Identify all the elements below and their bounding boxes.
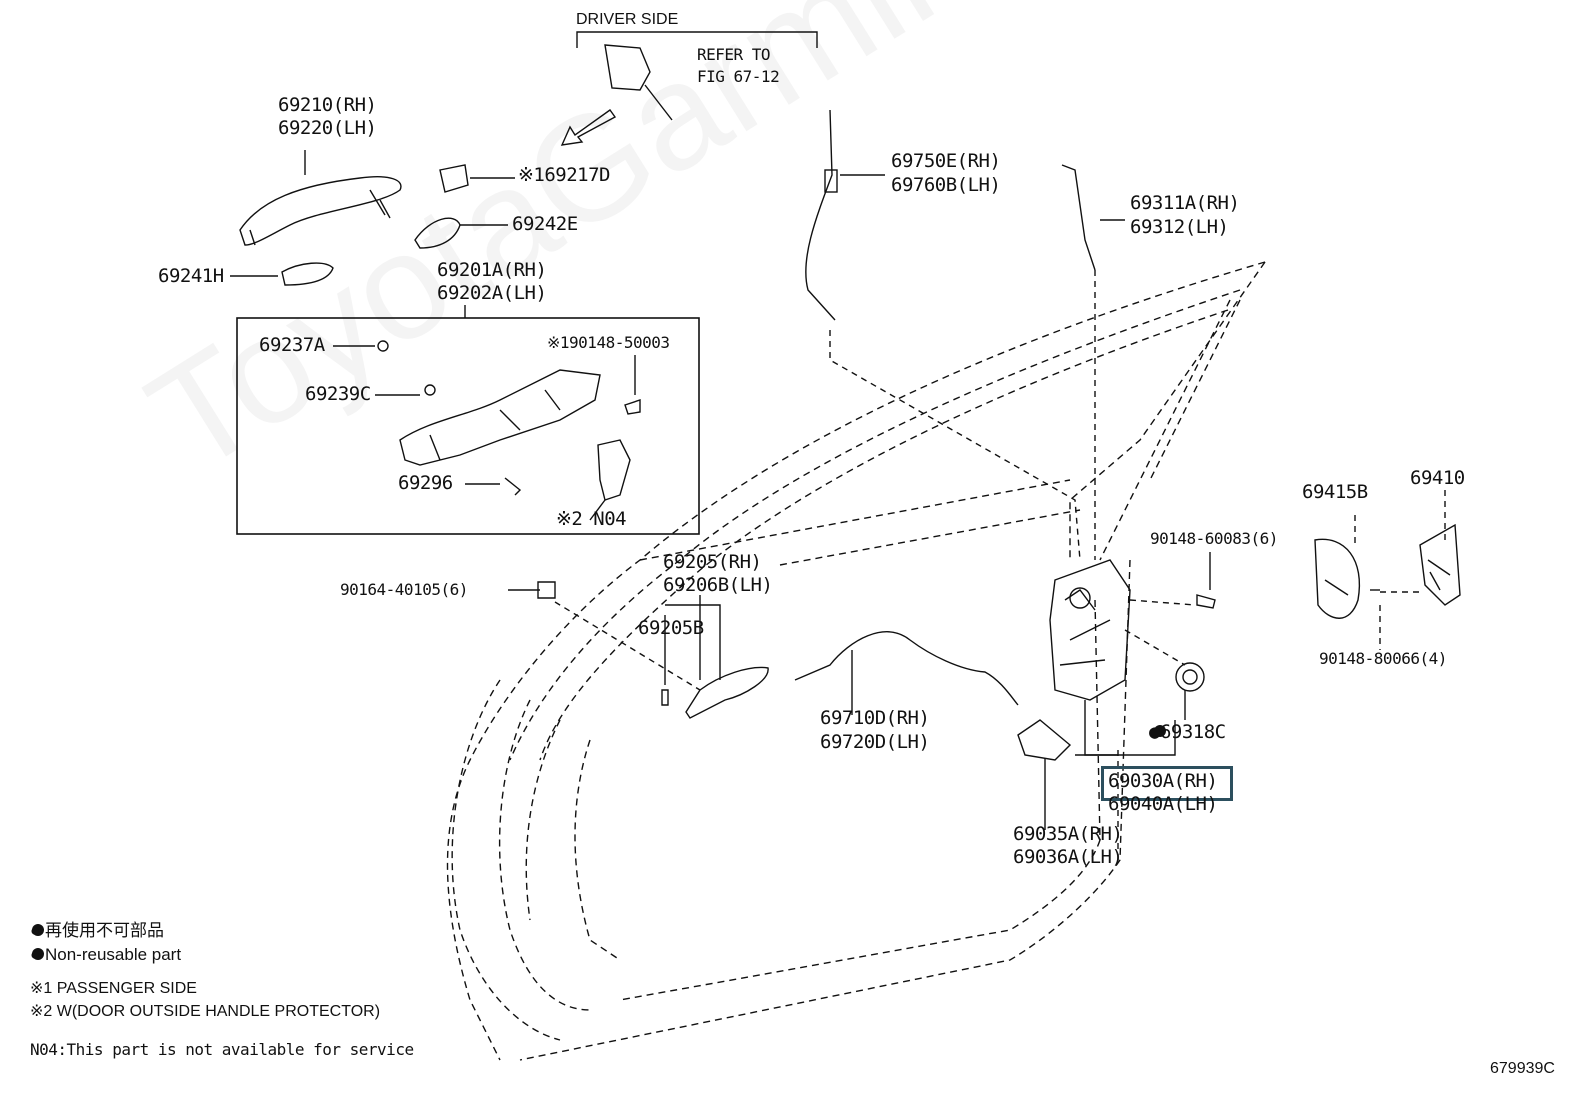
note-nonreusable-jp: ● 再使用不可部品 <box>30 921 164 940</box>
handle-frame <box>399 369 601 466</box>
part-label[interactable]: ●69318C <box>1149 721 1226 743</box>
door-lock <box>1049 559 1131 701</box>
cap-69217d <box>439 164 469 193</box>
part-label[interactable]: 69415B <box>1302 481 1368 503</box>
driver-side-title: DRIVER SIDE <box>576 11 679 28</box>
leader-lines <box>554 270 1446 860</box>
part-label[interactable]: 69205(RH) <box>663 551 762 573</box>
part-label[interactable]: 69036A(LH) <box>1013 846 1123 868</box>
pad-69241h <box>281 262 334 286</box>
part-label[interactable]: ※2 N04 <box>556 508 627 530</box>
cap-69242e <box>414 217 461 249</box>
door-outline <box>446 261 1266 1061</box>
part-label[interactable]: 69202A(LH) <box>437 282 547 304</box>
part-label[interactable]: 69205B <box>638 617 704 639</box>
solid-leaders <box>230 150 1211 830</box>
protector-n04 <box>597 439 631 501</box>
part-label[interactable]: 90148-80066(4) <box>1319 649 1447 668</box>
note-passenger-side: ※1 PASSENGER SIDE <box>30 980 197 997</box>
part-label[interactable]: 69040A(LH) <box>1108 793 1218 815</box>
part-label[interactable]: 69242E <box>512 213 578 235</box>
part-label[interactable]: 69312(LH) <box>1130 216 1229 238</box>
outside-cable <box>805 109 836 321</box>
lock-cover <box>1017 719 1072 761</box>
inside-cable <box>794 631 1019 706</box>
striker-cover <box>1314 538 1360 619</box>
note-n04: N04:This part is not available for servi… <box>30 1040 414 1059</box>
direction-arrow <box>560 109 617 146</box>
part-label[interactable]: 69206B(LH) <box>663 574 773 596</box>
part-label[interactable]: ※169217D <box>518 164 611 186</box>
frame-assembly-box <box>236 317 700 535</box>
part-label[interactable]: ※190148-50003 <box>547 333 670 352</box>
part-label[interactable]: 69311A(RH) <box>1130 192 1240 214</box>
part-label[interactable]: 69035A(RH) <box>1013 823 1123 845</box>
highlight-box <box>1101 766 1233 801</box>
key-cylinder <box>604 44 651 91</box>
outside-handle <box>239 176 402 246</box>
figure-id: 679939C <box>1490 1060 1555 1077</box>
refer-line-2: FIG 67-12 <box>697 67 780 86</box>
part-label[interactable]: 69296 <box>398 472 453 494</box>
part-label[interactable]: 69750E(RH) <box>891 150 1001 172</box>
part-label[interactable]: 69239C <box>305 383 371 405</box>
part-label[interactable]: 69210(RH) <box>278 94 377 116</box>
lock-bracket <box>1084 700 1176 756</box>
part-label[interactable]: 69410 <box>1410 467 1465 489</box>
part-label[interactable]: 69201A(RH) <box>437 259 547 281</box>
part-label[interactable]: 69710D(RH) <box>820 707 930 729</box>
striker <box>1419 523 1461 606</box>
part-label[interactable]: 69760B(LH) <box>891 174 1001 196</box>
part-label[interactable]: 69220(LH) <box>278 117 377 139</box>
part-label[interactable]: 90164-40105(6) <box>340 580 468 599</box>
part-label[interactable]: 69720D(LH) <box>820 731 930 753</box>
part-label[interactable]: 69237A <box>259 334 325 356</box>
lock-rod <box>1061 164 1096 271</box>
part-label[interactable]: 69241H <box>158 265 224 287</box>
part-label[interactable]: 90148-60083(6) <box>1150 529 1278 548</box>
refer-line-1: REFER TO <box>697 45 771 64</box>
washer-69318c <box>1175 662 1205 692</box>
inside-handle <box>685 666 769 719</box>
driver-side-bracket <box>576 31 818 48</box>
part-label-highlighted[interactable]: 69030A(RH) <box>1108 770 1218 792</box>
note-nonreusable-en: ● Non-reusable part <box>30 945 182 964</box>
marker-dots <box>32 725 1166 960</box>
note-protector: ※2 W(DOOR OUTSIDE HANDLE PROTECTOR) <box>30 1003 381 1020</box>
